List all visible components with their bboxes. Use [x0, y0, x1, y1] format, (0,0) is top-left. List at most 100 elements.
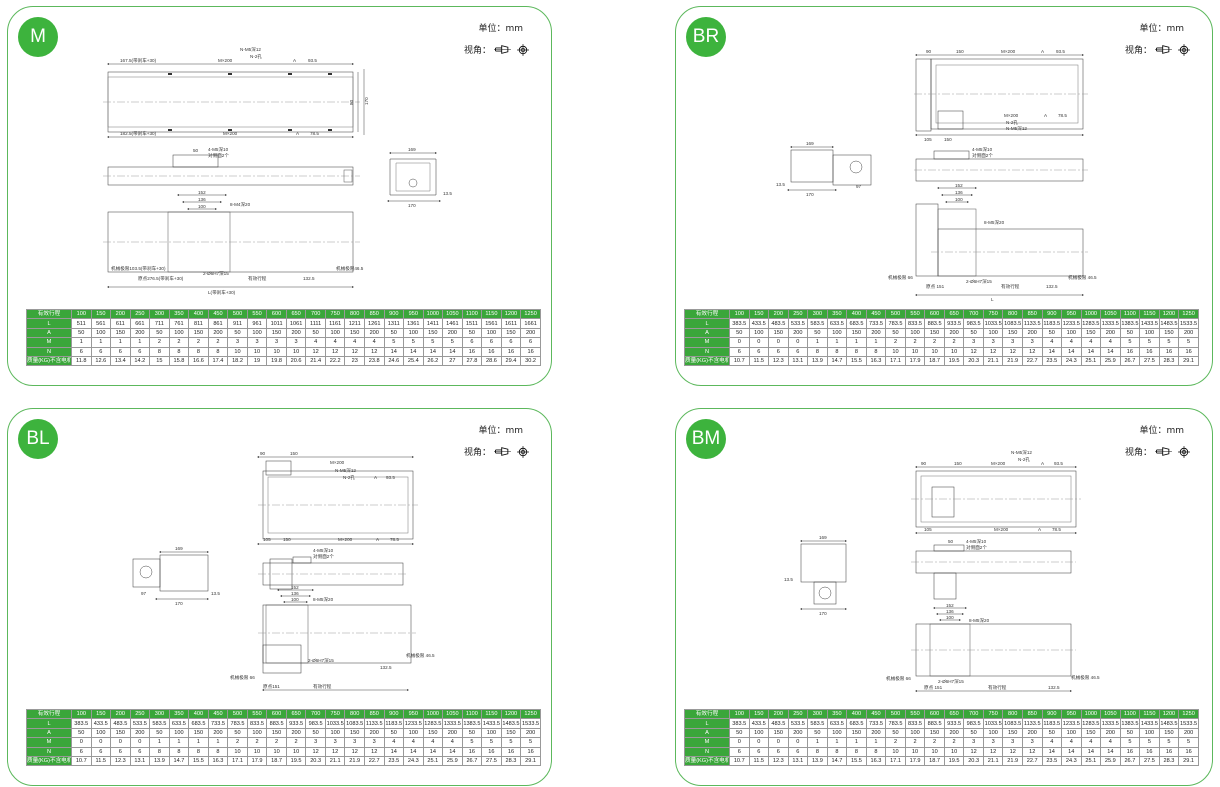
table-cell: 850 — [363, 708, 385, 720]
table-cell: 18.7 — [924, 355, 945, 367]
table-cell: 200 — [1021, 327, 1043, 339]
top-view: 90 150 M×200 N-M5深12 N-2孔 A 93.5 105 150… — [257, 451, 418, 545]
table-cell: 2 — [904, 737, 926, 748]
table-cell: 50 — [1119, 727, 1141, 739]
table-cell: 12 — [324, 746, 346, 757]
drawing-bl: 90 150 M×200 N-M5深12 N-2孔 A 93.5 105 150… — [132, 451, 435, 691]
table-cell: 933.5 — [285, 718, 307, 729]
table-cell: 950 — [403, 308, 424, 320]
table-cell: 150 — [924, 727, 945, 739]
table-cell: 150 — [768, 727, 789, 739]
table-cell: 16 — [1178, 346, 1199, 357]
table-cell: 10 — [266, 746, 287, 757]
table-cell: 12 — [363, 746, 385, 757]
table-cell: 550 — [904, 308, 926, 320]
table-cell: 5 — [1158, 337, 1180, 348]
table-cell: 350 — [168, 308, 190, 320]
table-cell: 12 — [305, 346, 326, 357]
table-cell: 13.1 — [787, 755, 809, 767]
table-cell: 6 — [71, 346, 92, 357]
table-cell: 26.7 — [1119, 355, 1141, 367]
table-cell: 21.1 — [982, 355, 1004, 367]
table-cell: 1 — [207, 737, 229, 748]
table-cell: 833.5 — [246, 718, 268, 729]
dim-text: 80 — [349, 99, 354, 105]
table-cell: 50 — [305, 327, 326, 339]
table-cell: 19.5 — [285, 755, 307, 767]
dim-text: 原点 151 — [926, 284, 945, 290]
table-cell: 50 — [1041, 327, 1063, 339]
table-cell: 25.1 — [1080, 355, 1102, 367]
dim-text: N-2孔 — [1006, 119, 1018, 126]
table-cell: 1061 — [285, 318, 307, 329]
table-cell: 10 — [227, 346, 248, 357]
dim-text: 有效行程 — [988, 684, 1007, 691]
dim-text: 机械极限 46.5 — [1068, 274, 1097, 281]
dim-text: 93.5 — [1056, 49, 1065, 54]
dim-text: 机械极限103.5(带刹车+30) — [111, 265, 166, 272]
table-cell: 14.7 — [826, 355, 848, 367]
table-cell: 200 — [207, 327, 229, 339]
table-cell: 883.5 — [924, 318, 945, 329]
dim-text: 对侧面2个 — [972, 152, 993, 159]
dim-text: M×200 — [1001, 49, 1016, 54]
row-label: A — [26, 327, 72, 339]
table-cell: 300 — [807, 308, 828, 320]
table-cell: 200 — [865, 327, 887, 339]
table-cell: 20.3 — [963, 755, 984, 767]
dim-text: 132.5 — [1046, 284, 1058, 289]
table-cell: 983.5 — [305, 718, 326, 729]
dim-text: 原点151 — [263, 684, 280, 690]
view-label: 视角： — [464, 445, 529, 458]
table-cell: 50 — [807, 327, 828, 339]
table-cell: 633.5 — [826, 318, 848, 329]
table-cell: 16 — [500, 346, 522, 357]
table-cell: 200 — [768, 708, 789, 720]
table-cell: 150 — [1080, 327, 1102, 339]
table-cell: 100 — [1061, 727, 1082, 739]
table-cell: 800 — [1002, 708, 1023, 720]
table-cell: 900 — [383, 708, 405, 720]
table-cell: 711 — [149, 318, 170, 329]
table-cell: 833.5 — [904, 718, 926, 729]
table-cell: 13.1 — [787, 355, 809, 367]
dim-text: 78.5 — [390, 537, 399, 542]
table-cell: 14 — [1041, 346, 1063, 357]
table-cell: 1 — [188, 737, 209, 748]
table-cell: 0 — [748, 337, 770, 348]
table-cell: 5 — [500, 737, 522, 748]
table-cell: 6 — [729, 346, 750, 357]
table-cell: 24.3 — [403, 755, 424, 767]
table-cell: 19.5 — [943, 355, 965, 367]
table-cell: 100 — [168, 327, 190, 339]
table-cell: 400 — [846, 708, 867, 720]
table-cell: 433.5 — [748, 318, 770, 329]
table-cell: 28.3 — [1158, 355, 1180, 367]
table-cell: 1333.5 — [1100, 718, 1121, 729]
table-cell: 100 — [246, 327, 268, 339]
table-cell: 1233.5 — [1061, 718, 1082, 729]
table-cell: 27.5 — [481, 755, 502, 767]
table-cell: 6 — [71, 746, 92, 757]
table-cell: 1533.5 — [1178, 718, 1199, 729]
view-label: 视角： — [464, 43, 529, 56]
table-cell: 3 — [305, 737, 326, 748]
dim-text: 132.5 — [380, 665, 392, 670]
dim-text: 13.5 — [784, 577, 793, 582]
dim-text: N-2孔 — [250, 53, 262, 60]
table-cell: 5 — [1119, 337, 1141, 348]
table-cell: 450 — [207, 708, 229, 720]
dim-text: 136 — [946, 609, 954, 614]
table-cell: 10 — [246, 346, 268, 357]
table-cell: 17.9 — [246, 755, 268, 767]
table-cell: 1133.5 — [1021, 718, 1043, 729]
table-cell: 16 — [1139, 346, 1160, 357]
table-cell: 50 — [305, 727, 326, 739]
table-cell: 250 — [129, 708, 151, 720]
table-cell: 17.1 — [227, 755, 248, 767]
table-cell: 950 — [403, 708, 424, 720]
